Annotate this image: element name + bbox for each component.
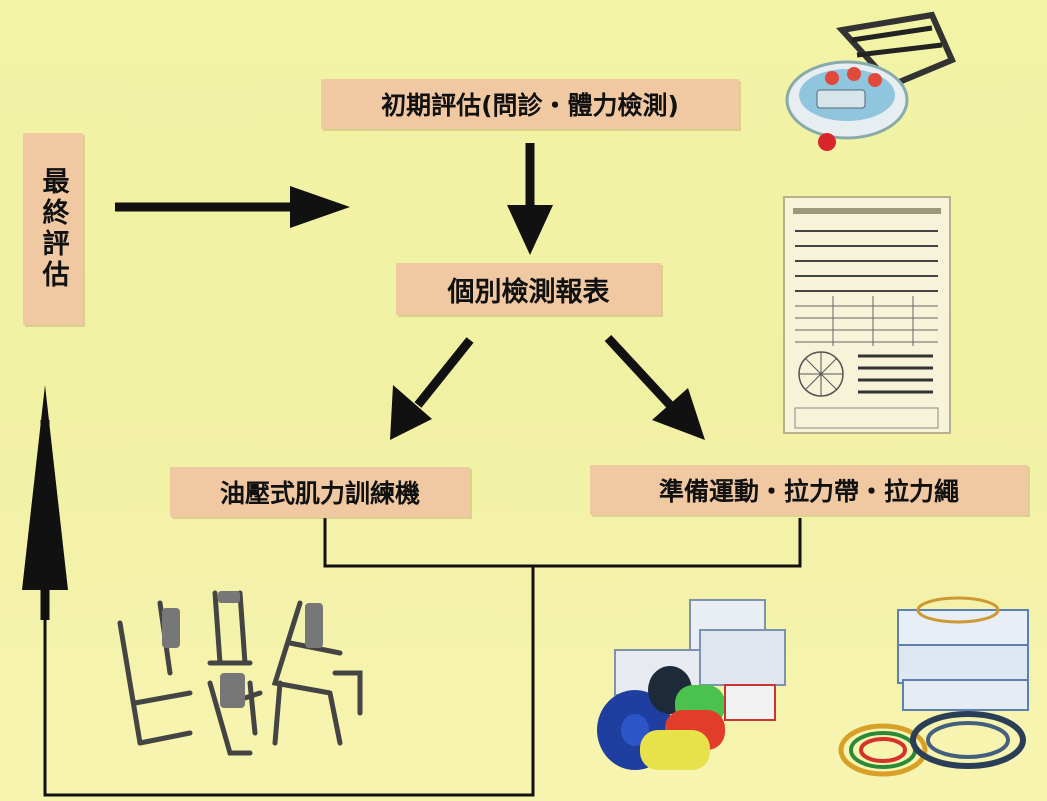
report-sheet-icon [783, 196, 951, 434]
node-warmup-bands: 準備運動・拉力帶・拉力繩 [590, 465, 1028, 515]
arrow-report-to-machine [390, 337, 474, 440]
arrow-initial-to-report [507, 143, 553, 255]
node-initial-assessment: 初期評估(問診・體力檢測) [321, 79, 739, 129]
node-warmup-label: 準備運動・拉力帶・拉力繩 [658, 477, 959, 506]
training-machines-icon [117, 590, 363, 756]
node-report-label: 個別檢測報表 [447, 276, 610, 308]
resistance-bands-icon [597, 599, 786, 770]
node-hydraulic-machine: 油壓式肌力訓練機 [170, 467, 470, 517]
hand-dynamometer-icon [785, 11, 956, 151]
arrow-report-to-warmup [604, 334, 705, 440]
node-final-label: 最終評估 [37, 167, 69, 291]
node-machine-label: 油壓式肌力訓練機 [219, 479, 420, 508]
node-final-assessment: 最終評估 [23, 133, 83, 325]
node-individual-report: 個別檢測報表 [396, 263, 661, 315]
merge-bracket [43, 518, 802, 797]
arrow-final-to-initial [115, 186, 350, 228]
resistance-tubes-icon [838, 596, 1029, 777]
arrow-return-to-final [22, 385, 68, 620]
node-initial-label: 初期評估(問診・體力檢測) [381, 91, 679, 120]
